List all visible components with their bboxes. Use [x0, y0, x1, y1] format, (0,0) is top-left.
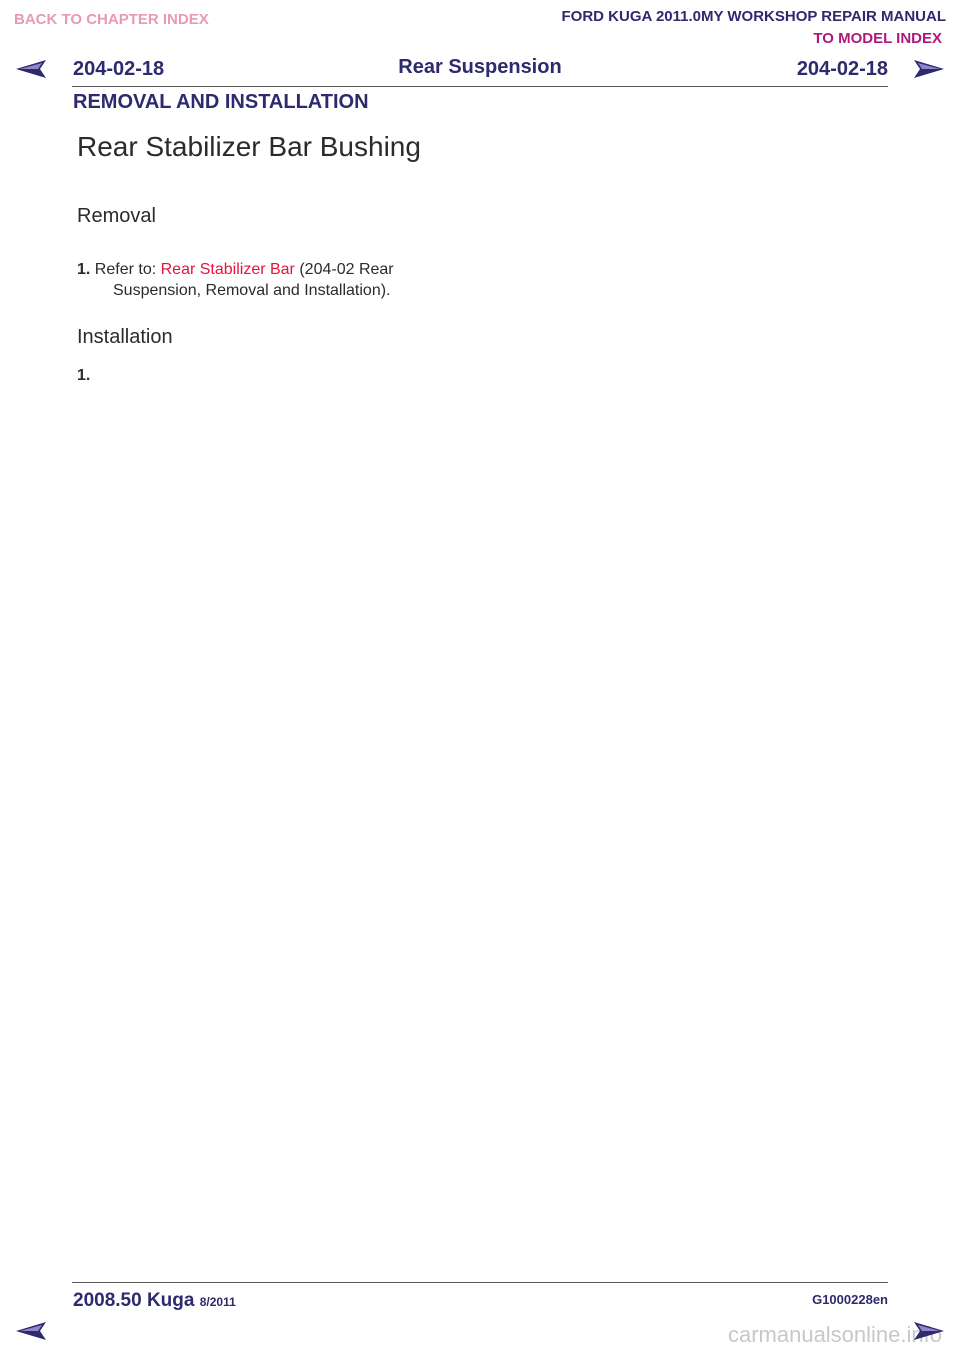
- arrow-left-icon[interactable]: [14, 58, 48, 80]
- footer-model: 2008.50 Kuga 8/2011: [73, 1290, 236, 1312]
- page-number-left: 204-02-18: [73, 58, 165, 80]
- footer-divider: [72, 1282, 888, 1283]
- step-number: 1.: [77, 261, 91, 278]
- back-to-chapter-index-link[interactable]: BACK TO CHAPTER INDEX: [14, 11, 209, 28]
- arrow-right-icon[interactable]: [912, 1320, 946, 1342]
- installation-heading: Installation: [77, 326, 173, 348]
- header-divider: [72, 86, 888, 87]
- page-title: Rear Stabilizer Bar Bushing: [77, 131, 421, 162]
- footer-date: 8/2011: [199, 1295, 236, 1309]
- refer-prefix: Refer to:: [94, 261, 157, 278]
- procedure-type-heading: REMOVAL AND INSTALLATION: [73, 91, 369, 113]
- removal-heading: Removal: [77, 205, 156, 227]
- arrow-left-icon[interactable]: [14, 1320, 48, 1342]
- watermark: carmanualsonline.info: [727, 1322, 942, 1347]
- footer-model-name: 2008.50 Kuga: [73, 1290, 195, 1311]
- page-number-right: 204-02-18: [796, 58, 888, 80]
- document-code: G1000228en: [812, 1292, 888, 1307]
- refer-suffix-line1: (204-02 Rear: [299, 261, 394, 278]
- removal-step-1: 1. Refer to: Rear Stabilizer Bar (204-02…: [77, 259, 457, 301]
- arrow-right-icon[interactable]: [912, 58, 946, 80]
- to-model-index-link[interactable]: TO MODEL INDEX: [813, 30, 942, 47]
- installation-step-1: 1.: [77, 367, 91, 384]
- refer-suffix-line2: Suspension, Removal and Installation).: [113, 282, 391, 299]
- section-title: Rear Suspension: [398, 56, 562, 78]
- rear-stabilizer-bar-link[interactable]: Rear Stabilizer Bar: [160, 261, 295, 278]
- manual-title: FORD KUGA 2011.0MY WORKSHOP REPAIR MANUA…: [561, 8, 947, 25]
